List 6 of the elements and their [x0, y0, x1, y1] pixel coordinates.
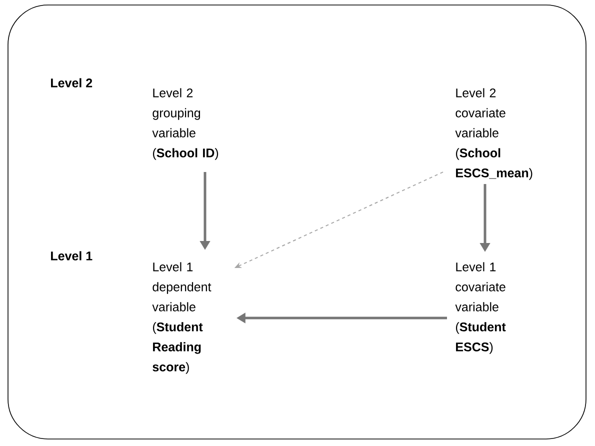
- variable-text: Level 2 covariate variable (School ESCS_mean): [455, 88, 532, 180]
- level-label: Level 1: [51, 251, 92, 260]
- level-label: Level 2: [51, 78, 92, 88]
- variable-text: Level 1 covariate variable (Student ESCS): [455, 262, 506, 354]
- variable-text: Level 2 grouping variable (School ID): [152, 88, 218, 160]
- variable-text: Level 1 dependent variable (Student Reading score): [152, 262, 212, 374]
